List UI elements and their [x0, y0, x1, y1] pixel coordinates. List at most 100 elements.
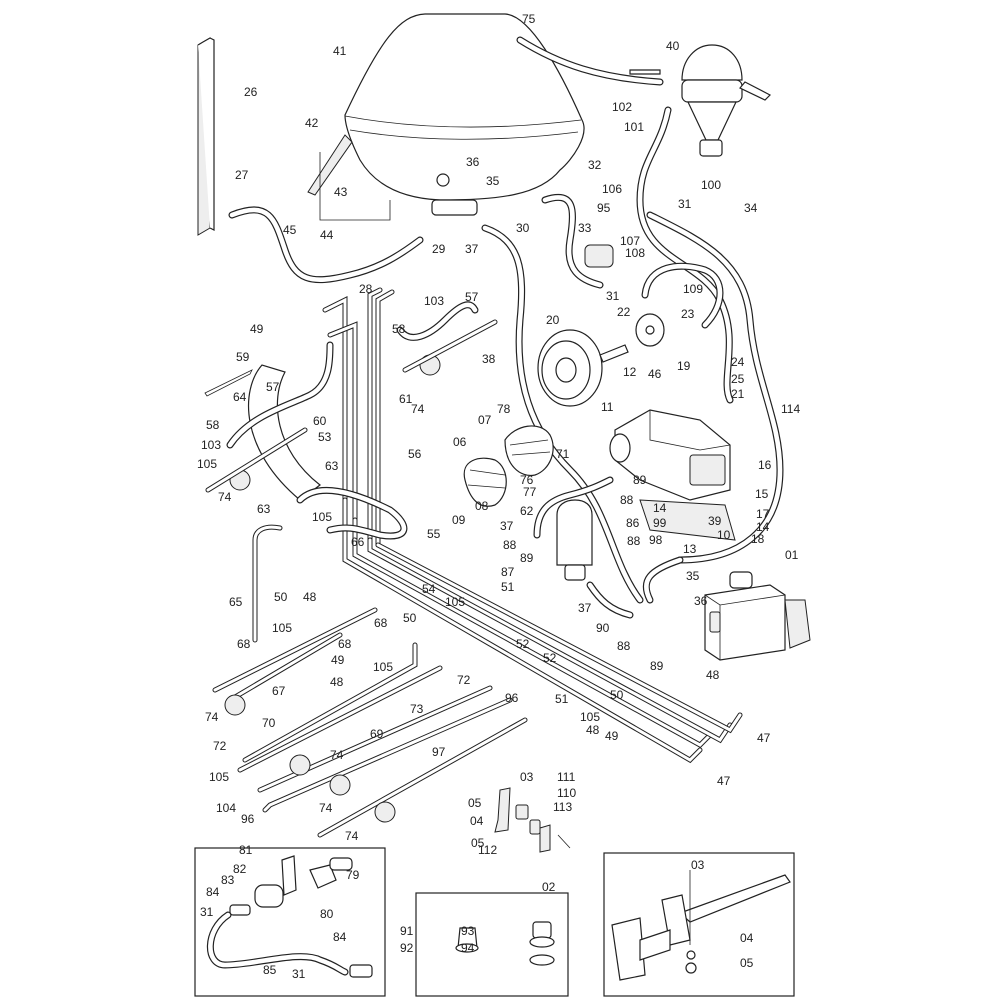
pipe-60 — [205, 427, 308, 493]
callout-c105b: 105 — [312, 510, 332, 524]
callout-c42: 42 — [305, 116, 319, 130]
hose-57-left — [226, 341, 334, 449]
callout-c88c: 88 — [627, 534, 641, 548]
hose-34 — [646, 211, 784, 564]
callout-c63a: 63 — [325, 459, 339, 473]
callout-c04a: 04 — [470, 814, 484, 828]
callout-c16: 16 — [758, 458, 772, 472]
callout-c48c: 48 — [330, 675, 344, 689]
callout-c105d: 105 — [272, 621, 292, 635]
callout-c49a: 49 — [250, 322, 264, 336]
pipe-65 — [252, 524, 283, 643]
part-41-tank — [344, 13, 585, 216]
callout-c17: 17 — [756, 507, 770, 521]
callout-c09: 09 — [452, 513, 466, 527]
part-40-filter — [629, 44, 772, 157]
callout-c27: 27 — [235, 168, 249, 182]
callout-b05: 05 — [740, 956, 754, 970]
callout-c38: 38 — [482, 352, 496, 366]
callout-c53: 53 — [318, 430, 332, 444]
callout-c78: 78 — [497, 402, 511, 416]
callout-c37b: 37 — [500, 519, 514, 533]
callout-c33: 33 — [578, 221, 592, 235]
callout-c41: 41 — [333, 44, 347, 58]
callout-c62: 62 — [520, 504, 534, 518]
callout-c96a: 96 — [505, 691, 519, 705]
callout-c71: 71 — [556, 447, 570, 461]
callout-b04: 04 — [740, 931, 754, 945]
callout-c108: 108 — [625, 246, 645, 260]
callout-c34: 34 — [744, 201, 758, 215]
hose-90 — [586, 581, 634, 619]
part-06-cv-boot — [463, 457, 507, 507]
callout-c105g: 105 — [209, 770, 229, 784]
callout-c03a: 03 — [520, 770, 534, 784]
callout-c48d: 48 — [586, 723, 600, 737]
callout-c74b: 74 — [218, 490, 232, 504]
callout-c74f: 74 — [345, 829, 359, 843]
callout-i82: 82 — [233, 862, 247, 876]
callout-c73: 73 — [410, 702, 424, 716]
callout-c13: 13 — [683, 542, 697, 556]
part-78-boot — [504, 425, 554, 476]
callout-c51a: 51 — [501, 580, 515, 594]
callout-c19: 19 — [677, 359, 691, 373]
hose-28 — [228, 206, 424, 284]
callout-c59: 59 — [236, 350, 250, 364]
callout-c72b: 72 — [213, 739, 227, 753]
hose-38 — [481, 224, 644, 604]
callout-c110: 110 — [557, 786, 576, 800]
callout-c72a: 72 — [457, 673, 471, 687]
callout-c28: 28 — [359, 282, 373, 296]
callout-c103b: 103 — [201, 438, 221, 452]
callout-c11: 11 — [601, 400, 614, 414]
part-59-cable-tie — [204, 369, 253, 397]
callout-c55: 55 — [427, 527, 441, 541]
clamp-set — [494, 787, 571, 853]
callout-c25: 25 — [731, 372, 745, 386]
callout-c66: 66 — [351, 535, 365, 549]
callout-c10: 10 — [717, 528, 731, 542]
callout-i83: 83 — [221, 873, 235, 887]
callout-c74c: 74 — [205, 710, 219, 724]
callout-c98: 98 — [649, 533, 663, 547]
callout-c61: 61 — [399, 392, 413, 406]
callout-c109: 109 — [683, 282, 703, 296]
callout-c103a: 103 — [424, 294, 444, 308]
callout-c22: 22 — [617, 305, 631, 319]
callout-c37c: 37 — [578, 601, 592, 615]
callout-c31b: 31 — [606, 289, 620, 303]
callout-c05a: 05 — [468, 796, 482, 810]
callout-c114: 114 — [781, 402, 800, 416]
part-20-pulley — [537, 329, 629, 407]
hose-coupling-drawing — [206, 855, 373, 978]
callout-c96b: 96 — [241, 812, 255, 826]
callout-c64: 64 — [233, 390, 247, 404]
callout-c68a: 68 — [374, 616, 388, 630]
callout-c54: 54 — [422, 582, 436, 596]
diagram-drawing — [194, 13, 811, 997]
hose-57 — [396, 301, 498, 373]
callout-c50a: 50 — [274, 590, 288, 604]
callout-c105c: 105 — [445, 595, 465, 609]
callout-c47a: 47 — [757, 731, 771, 745]
callout-c86: 86 — [626, 516, 640, 530]
callout-c12: 12 — [623, 365, 637, 379]
callout-c48a: 48 — [303, 590, 317, 604]
hose-102 — [516, 36, 664, 86]
callout-c46: 46 — [648, 367, 662, 381]
callout-c06: 06 — [453, 435, 467, 449]
callout-c97: 97 — [432, 745, 446, 759]
callout-c39: 39 — [708, 514, 722, 528]
callout-i85: 85 — [263, 963, 277, 977]
callout-c70: 70 — [262, 716, 276, 730]
callout-c24: 24 — [731, 355, 745, 369]
callout-c35b: 35 — [686, 569, 700, 583]
part-42-bracket — [307, 134, 353, 196]
callout-c49b: 49 — [331, 653, 345, 667]
callout-n91: 91 — [400, 924, 414, 938]
callout-c112: 112 — [478, 843, 497, 857]
callout-c23: 23 — [681, 307, 695, 321]
callout-c67: 67 — [272, 684, 286, 698]
